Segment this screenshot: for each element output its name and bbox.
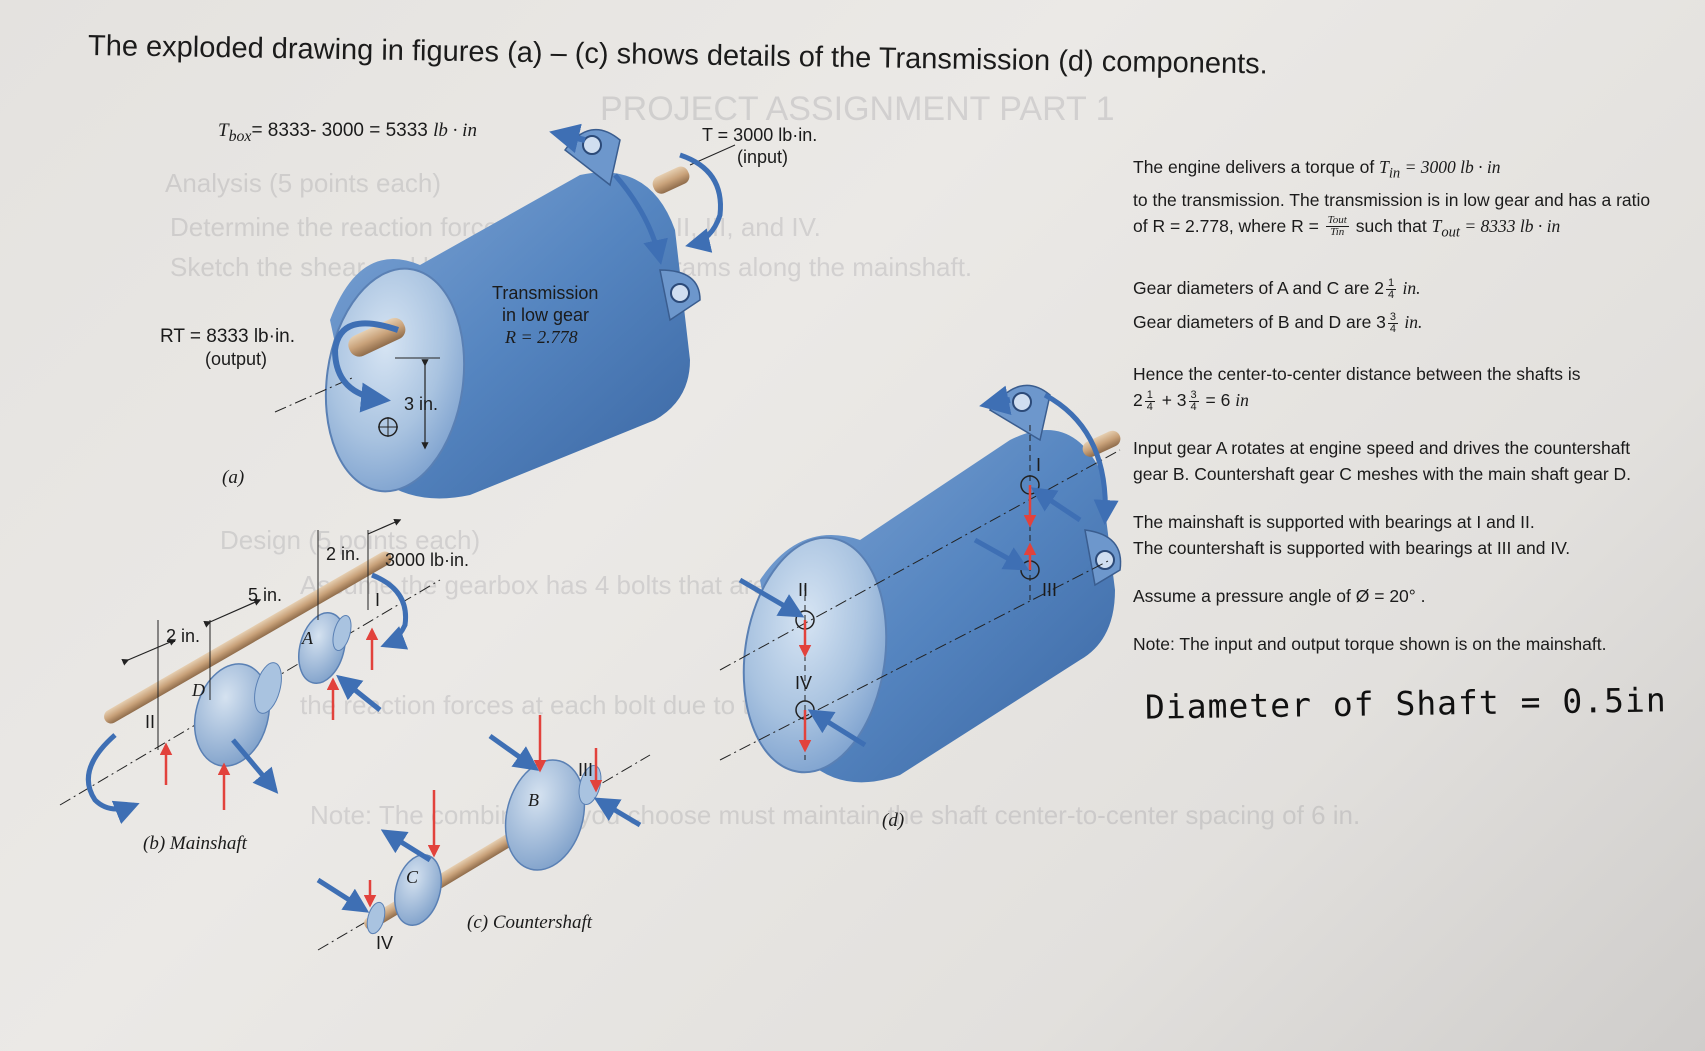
engine-torque-paragraph: The engine delivers a torque of Tin = 30…: [1133, 157, 1651, 240]
input-label: (input): [737, 147, 789, 167]
bearing-iv-label-d: IV: [795, 673, 813, 693]
bearing-iii-label-c: III: [578, 760, 594, 780]
output-label: (output): [205, 349, 268, 369]
gear-c-label: C: [406, 867, 419, 887]
mainshaft-b: [59, 519, 441, 825]
figure-d-caption: (d): [882, 810, 905, 831]
gear-b-label: B: [528, 790, 539, 810]
transmission-label-1: Transmission: [492, 283, 599, 303]
pressure-angle-line: Assume a pressure angle of Ø = 20° .: [1133, 586, 1426, 606]
bearing-iv-label-c: IV: [376, 933, 394, 953]
gear-mesh-paragraph: Input gear A rotates at engine speed and…: [1133, 438, 1632, 484]
dim-2in-left-label: 2 in.: [166, 626, 201, 646]
transmission-label-2: in low gear: [502, 305, 590, 325]
transmission-label-3: R = 2.778: [505, 327, 578, 347]
handwritten-shaft-diameter: Diameter of Shaft = 0.5in: [1144, 680, 1667, 727]
bearing-paragraph: The mainshaft is supported with bearings…: [1133, 512, 1571, 558]
output-torque-label: RT = 8333 lb·in.: [160, 326, 296, 347]
figure-a-caption: (a): [222, 467, 245, 488]
dim-3in-label: 3 in.: [404, 394, 439, 414]
gear-a-label: A: [302, 628, 313, 648]
figure-c-caption: (c) Countershaft: [467, 912, 593, 933]
bearing-i-label-b: I: [375, 590, 381, 610]
bearing-iii-label-d: III: [1042, 580, 1058, 600]
countershaft-c: [316, 715, 651, 951]
figure-b-caption: (b) Mainshaft: [143, 833, 247, 854]
bearing-ii-label-d: II: [798, 580, 809, 600]
t-box-label: Tbox= 8333- 3000 = 5333 lb · in: [218, 120, 477, 145]
background-text-5: Design (5 points each): [220, 525, 481, 555]
dim-2in-top-label: 2 in.: [326, 544, 361, 564]
problem-statement: The engine delivers a torque of Tin = 30…: [1133, 154, 1685, 679]
center-distance-paragraph: Hence the center-to-center distance betw…: [1133, 364, 1581, 413]
bearing-ii-label-b: II: [145, 712, 156, 732]
torque-3000-label: 3000 lb·in.: [385, 550, 470, 570]
gear-d-label: D: [192, 680, 205, 700]
background-text-8: Note: The combination you choose must ma…: [310, 800, 1361, 830]
torque-note-line: Note: The input and output torque shown …: [1133, 634, 1607, 654]
dim-5in-label: 5 in.: [248, 585, 283, 605]
housing-a: [274, 123, 736, 499]
background-text-1: PROJECT ASSIGNMENT PART 1: [600, 90, 1115, 128]
input-torque-label: T = 3000 lb·in.: [702, 125, 818, 145]
bearing-i-label-d: I: [1036, 455, 1042, 475]
background-text-2: Analysis (5 points each): [165, 168, 442, 198]
transmission-d: [719, 384, 1122, 783]
